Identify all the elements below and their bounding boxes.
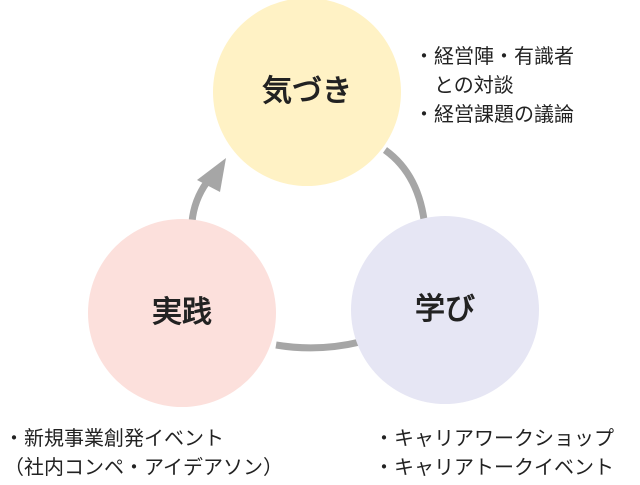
node-label-kizuki: 気づき <box>262 74 352 109</box>
node-label-manabi: 学び <box>415 292 475 327</box>
cycle-arrowhead <box>197 158 226 192</box>
node-circle-kizuki <box>213 0 401 186</box>
note-manabi-line-2: ・キャリアトークイベント <box>374 455 614 479</box>
note-jissen-line-2: （社内コンペ・アイデアソン） <box>4 455 283 479</box>
note-kizuki: ・経営陣・有識者 との対談 ・経営課題の議論 <box>414 42 574 129</box>
note-jissen-line-1: ・新規事業創発イベント <box>4 426 224 450</box>
note-jissen: ・新規事業創発イベント （社内コンペ・アイデアソン） <box>4 424 283 482</box>
note-manabi-line-1: ・キャリアワークショップ <box>374 426 614 450</box>
node-circle-manabi <box>351 216 539 404</box>
note-manabi: ・キャリアワークショップ ・キャリアトークイベント <box>374 424 614 482</box>
connector-top-right <box>382 147 429 229</box>
note-kizuki-line-3: ・経営課題の議論 <box>414 102 574 126</box>
node-label-jissen: 実践 <box>152 295 212 330</box>
note-kizuki-line-1: ・経営陣・有識者 <box>414 44 574 68</box>
note-kizuki-line-2: との対談 <box>414 73 514 97</box>
connector-left-top <box>188 179 210 223</box>
connector-right-left <box>275 338 361 352</box>
node-circle-jissen <box>88 219 276 407</box>
